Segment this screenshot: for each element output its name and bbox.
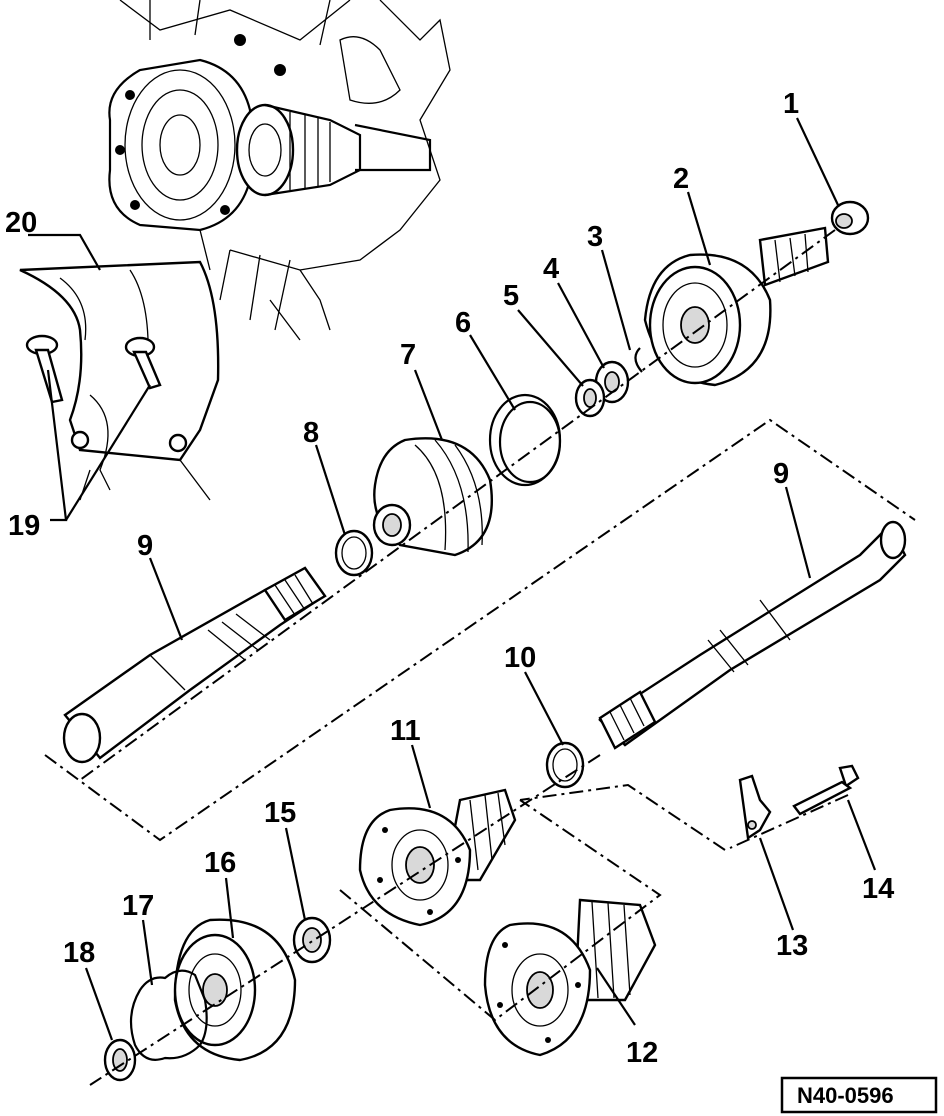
drive-shaft-icon bbox=[598, 520, 907, 750]
bolt-icon bbox=[792, 764, 860, 816]
callout-11: 11 bbox=[390, 715, 421, 747]
heat-shield-icon bbox=[19, 260, 220, 462]
leader-lines bbox=[28, 117, 877, 1041]
dished-washer-icon bbox=[292, 916, 332, 964]
callout-14: 14 bbox=[862, 873, 894, 905]
figure-code-box: N40-0596 bbox=[780, 1076, 938, 1114]
callout-12: 12 bbox=[626, 1037, 658, 1069]
boot-clamp-icon bbox=[545, 741, 585, 789]
callout-19: 19 bbox=[8, 510, 40, 542]
callout-3: 3 bbox=[587, 221, 603, 253]
transmission-housing-illustration bbox=[108, 0, 451, 341]
inner-boot-variant-icon bbox=[483, 898, 657, 1057]
figure-code: N40-0596 bbox=[797, 1083, 894, 1108]
callout-6: 6 bbox=[455, 307, 471, 339]
assembly-centerlines bbox=[44, 229, 916, 1086]
callout-18: 18 bbox=[63, 937, 95, 969]
callout-13: 13 bbox=[776, 930, 808, 962]
outer-cv-joint-icon bbox=[643, 226, 830, 387]
circlip-icon bbox=[634, 347, 643, 373]
callout-labels: 1 2 3 4 5 6 7 8 9 9 10 11 12 13 14 15 16… bbox=[5, 88, 894, 1069]
lock-plate-icon bbox=[738, 774, 772, 841]
callout-1: 1 bbox=[783, 88, 799, 120]
nut-icon bbox=[830, 200, 870, 236]
drive-shaft-icon bbox=[62, 566, 327, 764]
circlip-icon bbox=[103, 1038, 137, 1082]
boot-clamp-icon bbox=[334, 529, 374, 577]
callout-4: 4 bbox=[543, 253, 559, 285]
callout-7: 7 bbox=[400, 339, 416, 371]
callout-2: 2 bbox=[673, 163, 689, 195]
callout-20: 20 bbox=[5, 207, 37, 239]
callout-5: 5 bbox=[503, 280, 519, 312]
callout-16: 16 bbox=[204, 847, 236, 879]
callout-10: 10 bbox=[504, 642, 536, 674]
callout-15: 15 bbox=[264, 797, 296, 829]
callout-8: 8 bbox=[303, 417, 319, 449]
callout-17: 17 bbox=[122, 890, 154, 922]
gasket-icon bbox=[129, 969, 208, 1061]
inner-cv-joint-icon bbox=[173, 918, 297, 1062]
inner-boot-icon bbox=[358, 788, 517, 927]
dished-washer-icon bbox=[574, 378, 606, 418]
callout-9-left: 9 bbox=[137, 530, 153, 562]
hose-clamp-icon bbox=[488, 393, 562, 487]
callout-9-right: 9 bbox=[773, 458, 789, 490]
outer-boot-icon bbox=[372, 437, 493, 557]
